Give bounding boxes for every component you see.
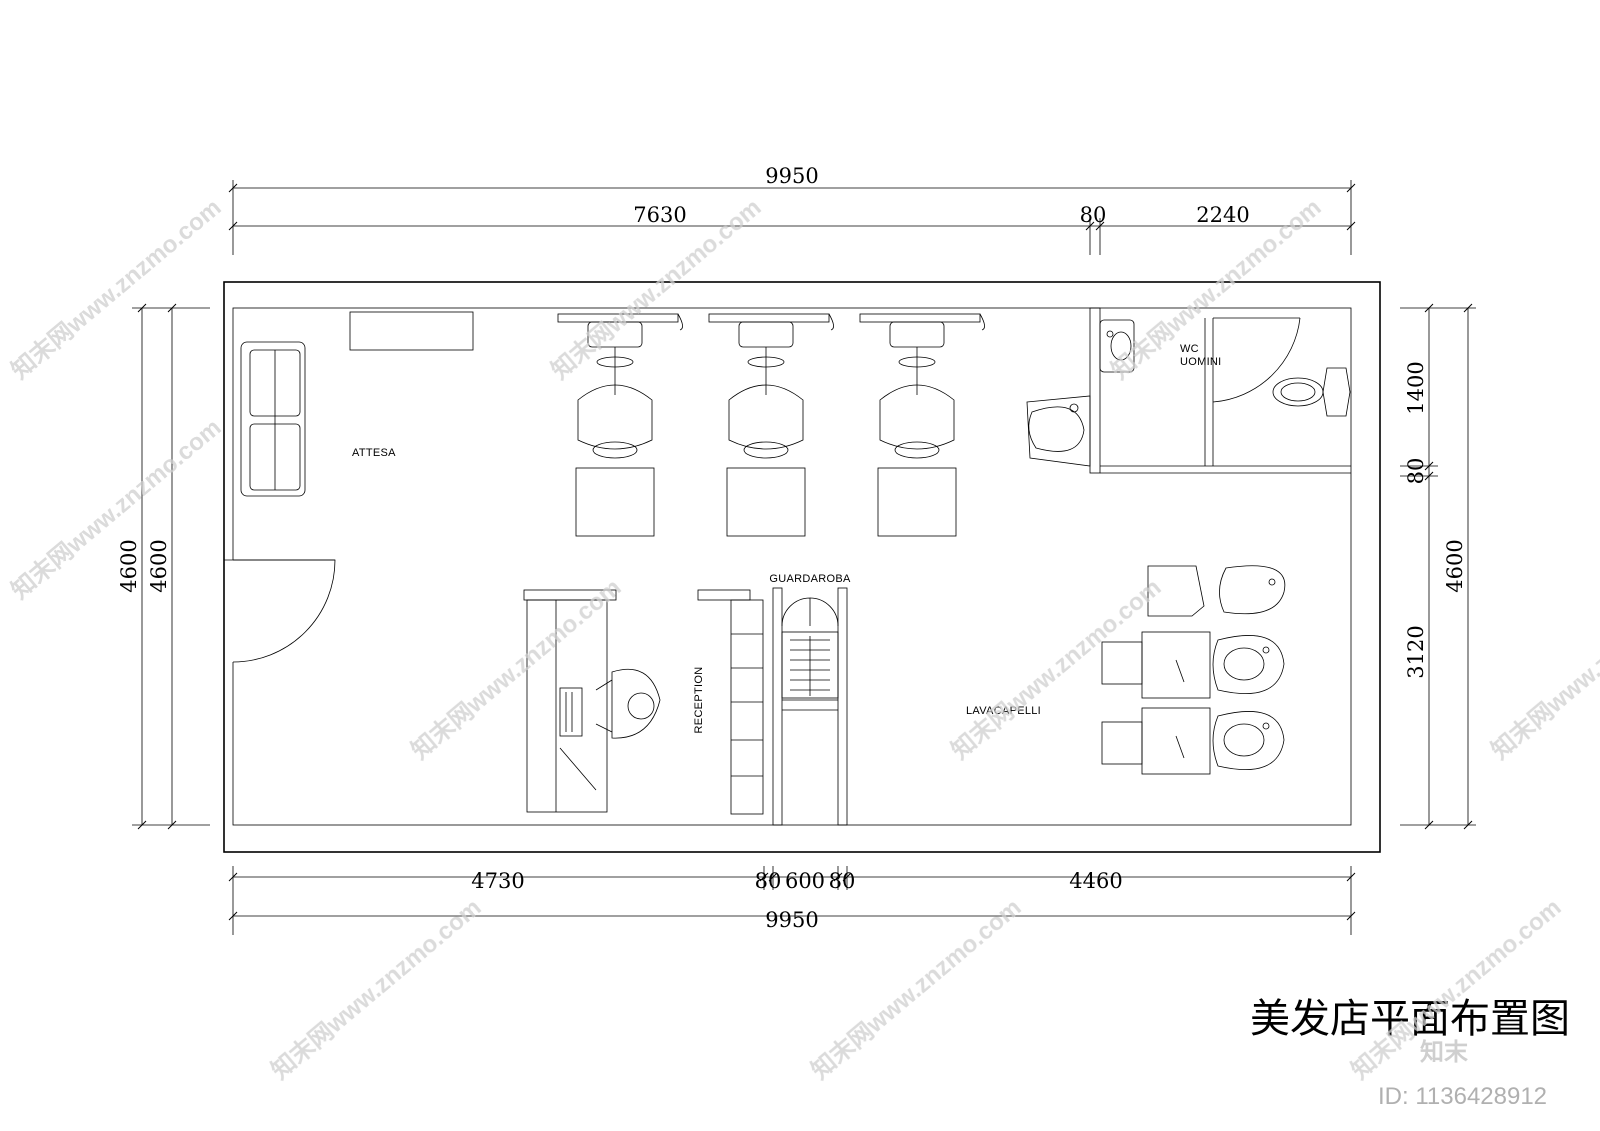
waiting-area: ATTESA [240,311,474,497]
room-label-reception: RECEPTION [693,667,705,734]
styling-stations [557,313,985,537]
dim-left-inner: 4600 [147,539,171,592]
barber-chair-icon [879,384,955,450]
room-label-lavacapelli: LAVACAPELLI [966,705,1041,717]
receptionist-icon [595,668,661,739]
dim-bottom-left: 4730 [471,869,524,893]
wash-station-1 [1147,565,1286,617]
dim-bottom-right: 4460 [1069,869,1122,893]
keyboard-icon [559,687,583,737]
locker-column [730,599,764,815]
dim-bottom-80a: 80 [755,869,782,893]
bottom-dimensions: 4730 80 600 80 4460 9950 [228,866,1356,935]
barber-chair-icon [577,384,653,450]
display-shelf [349,311,474,351]
corner-basin-icon [1026,395,1091,467]
watermark-text: 知末网www.znzmo.com [1487,574,1600,765]
room-label-uomini: UOMINI [1180,356,1222,368]
watermark-logo: 知末 [1420,1039,1469,1066]
dim-top-left: 7630 [633,203,686,227]
dim-left-outer: 4600 [117,539,141,592]
pen-icon [559,747,597,791]
watermark-text: 知末网www.znzmo.com [947,574,1167,765]
outer-walls [223,281,1381,853]
right-dimensions: 1400 80 3120 4600 [1400,303,1476,830]
dim-bottom-total: 9950 [765,908,818,932]
barber-chair-icon [728,384,804,450]
station-1 [557,313,683,537]
left-dimensions: 4600 4600 [117,303,210,830]
mirror-icon [738,321,794,348]
room-label-wc: WC [1180,343,1199,355]
dim-right-1400: 1400 [1404,361,1428,414]
watermark-text: 知末网www.znzmo.com [7,194,227,385]
reception-desk [526,599,608,813]
dim-bottom-600: 600 [785,869,825,893]
dim-top-total: 9950 [765,164,818,188]
dim-top-right: 2240 [1196,203,1249,227]
top-dimensions: 9950 7630 80 2240 [228,164,1356,255]
drawing-title: 美发店平面布置图 [1250,996,1570,1042]
watermark-text: 知末网www.znzmo.com [267,894,487,1085]
watermarks: 知末网www.znzmo.com 知末网www.znzmo.com 知末网www… [7,194,1600,1085]
reception-area: RECEPTION [523,589,764,815]
image-id: ID: 1136428912 [1378,1083,1547,1110]
room-label-attesa: ATTESA [352,447,396,459]
dim-top-mid: 80 [1080,203,1107,227]
watermark-text: 知末网www.znzmo.com [407,574,627,765]
dim-bottom-80b: 80 [829,869,856,893]
dim-right-total: 4600 [1443,539,1467,592]
guardaroba: GUARDAROBA [769,573,851,826]
wash-station-3 [1101,707,1285,775]
wc-room: WC UOMINI [1026,307,1351,474]
station-3 [859,313,985,537]
mirror-icon [889,321,945,348]
room-label-guardaroba: GUARDAROBA [769,573,851,585]
toilet-icon [1272,367,1351,417]
sink-icon [1099,319,1135,373]
station-2 [708,313,834,537]
dim-right-80: 80 [1404,458,1428,485]
wash-area: LAVACAPELLI [966,565,1286,775]
watermark-text: 知末网www.znzmo.com [807,894,1027,1085]
wash-station-2 [1101,631,1285,699]
sofa-icon [240,341,306,497]
dim-right-3120: 3120 [1404,625,1428,678]
